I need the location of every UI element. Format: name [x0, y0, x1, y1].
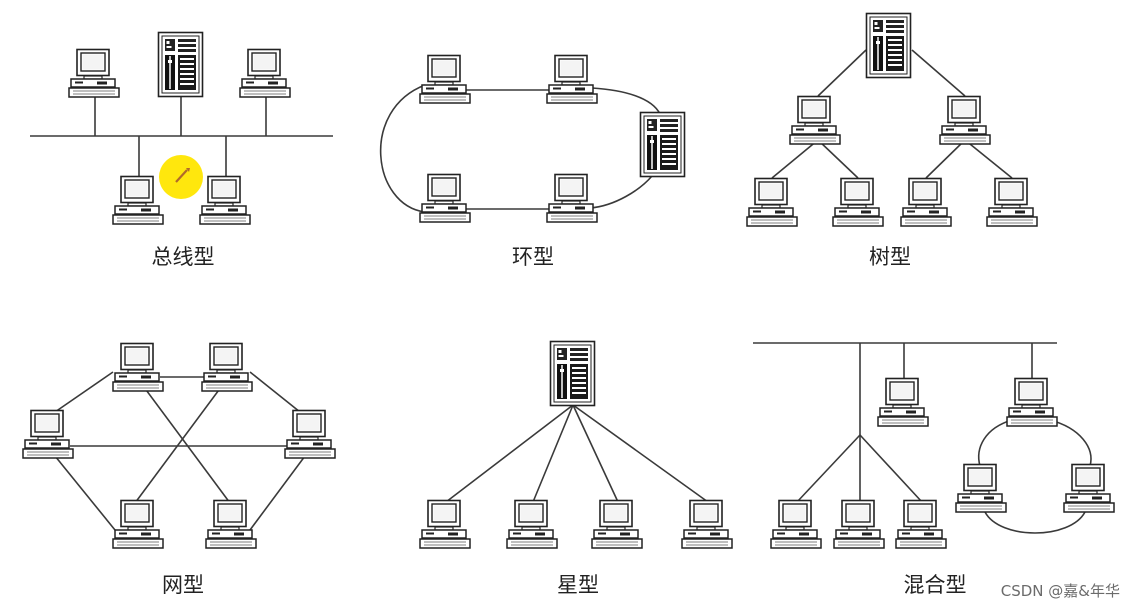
tree-computer-icon	[746, 177, 798, 227]
hybrid-label: 混合型	[904, 573, 967, 597]
hybrid-topology: 混合型	[753, 342, 1115, 597]
bus-label: 总线型	[152, 245, 215, 269]
ring-computer-icon	[419, 173, 471, 223]
hybrid-computer-icon	[895, 499, 947, 549]
star-topology: 星型	[419, 340, 733, 597]
star-server-icon	[549, 340, 596, 407]
mesh-topology: 网型	[22, 342, 336, 597]
bus-server-icon	[157, 31, 204, 98]
ring-computer-icon	[419, 54, 471, 104]
tree-server-icon	[865, 12, 912, 79]
star-links	[445, 404, 709, 503]
mesh-computer-icon	[201, 342, 253, 392]
mesh-computer-icon	[112, 342, 164, 392]
ring-label: 环型	[512, 245, 554, 269]
ring-computer-icon	[546, 173, 598, 223]
mouse-pointer-icon	[159, 155, 203, 199]
tree-computer-icon	[986, 177, 1038, 227]
star-label: 星型	[557, 573, 599, 597]
hybrid-computer-icon	[877, 377, 929, 427]
hybrid-computer-icon	[1006, 377, 1058, 427]
watermark-text: CSDN @嘉&年华	[1001, 582, 1120, 600]
ring-computer-icon	[546, 54, 598, 104]
bus-computer-icon	[112, 175, 164, 225]
tree-computer-icon	[832, 177, 884, 227]
star-computer-icon	[591, 499, 643, 549]
mesh-links	[54, 371, 306, 531]
bus-computer-icon	[239, 48, 291, 98]
bus-computer-icon	[199, 175, 251, 225]
hybrid-computer-icon	[955, 463, 1007, 513]
star-computer-icon	[419, 499, 471, 549]
star-computer-icon	[681, 499, 733, 549]
mesh-computer-icon	[205, 499, 257, 549]
bus-computer-icon	[68, 48, 120, 98]
mesh-label: 网型	[162, 573, 204, 597]
star-computer-icon	[506, 499, 558, 549]
bus-topology: 总线型	[30, 31, 333, 269]
tree-label: 树型	[869, 245, 911, 269]
ring-links	[379, 84, 661, 213]
hybrid-computer-icon	[1063, 463, 1115, 513]
hybrid-computer-icon	[770, 499, 822, 549]
mesh-computer-icon	[112, 499, 164, 549]
tree-computer-icon	[789, 95, 841, 145]
tree-computer-icon	[900, 177, 952, 227]
bus-links	[30, 96, 333, 176]
tree-topology: 树型	[746, 12, 1038, 269]
mesh-computer-icon	[22, 409, 74, 459]
mesh-computer-icon	[284, 409, 336, 459]
tree-links	[771, 49, 1013, 179]
tree-computer-icon	[939, 95, 991, 145]
hybrid-links	[753, 342, 1092, 534]
hybrid-computer-icon	[833, 499, 885, 549]
ring-server-icon	[639, 111, 686, 178]
ring-topology: 环型	[379, 54, 686, 269]
